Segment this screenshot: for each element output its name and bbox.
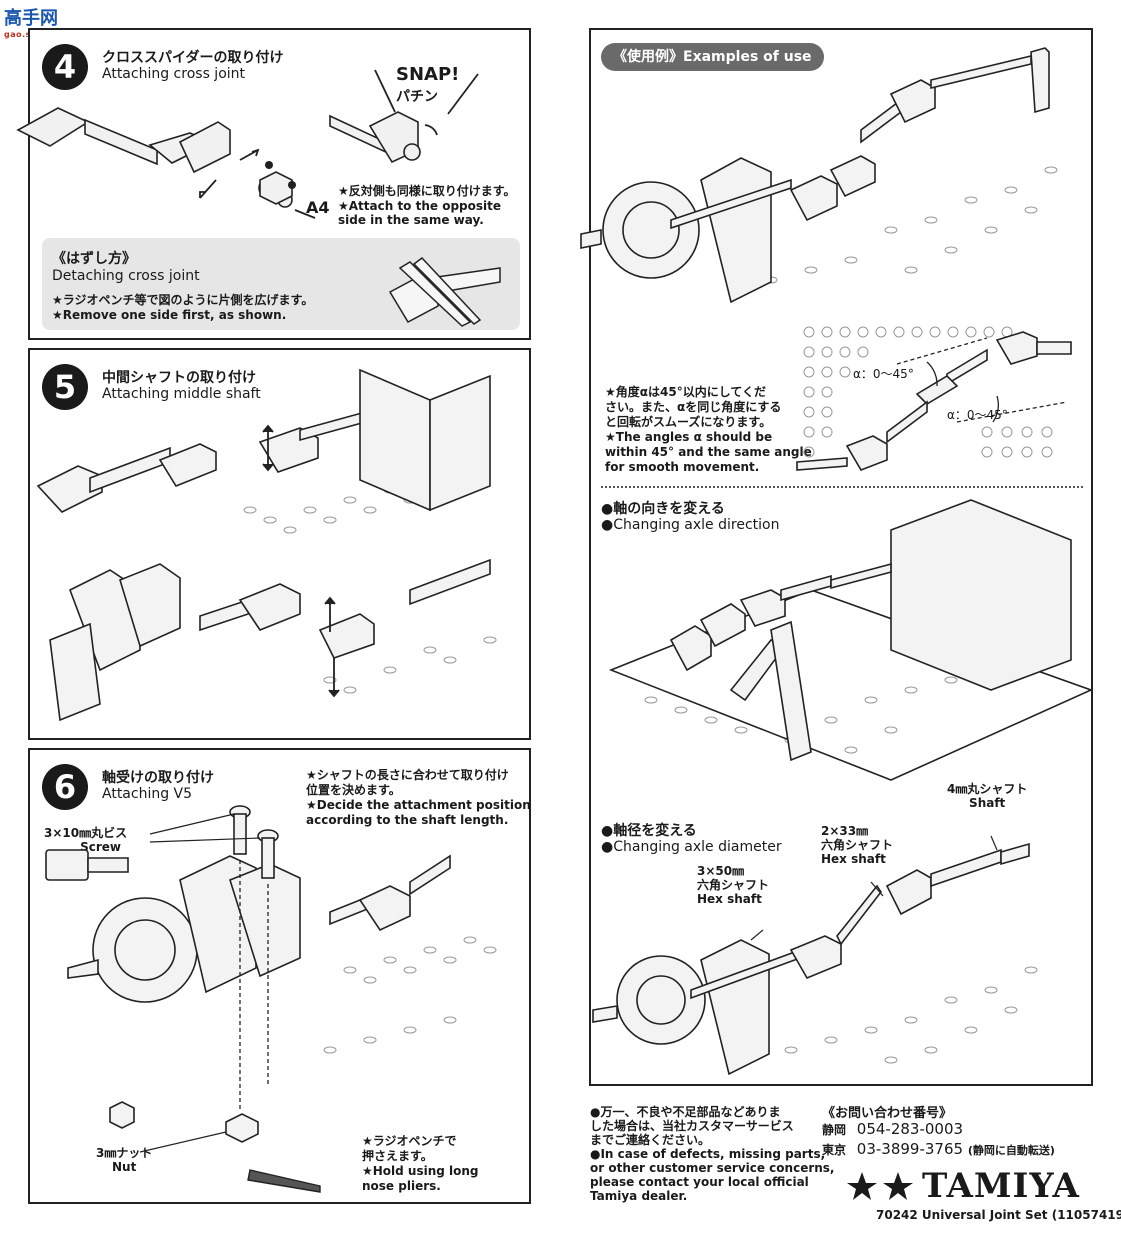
screw-label-en: Screw [80, 840, 121, 854]
footer-en1: ●In case of defects, missing parts, [590, 1147, 826, 1161]
step4-note-en2: side in the same way. [338, 213, 484, 227]
angle-note-jp1: ★角度αは45°以内にしてくだ [605, 385, 766, 399]
footer-en3: please contact your local official [590, 1175, 809, 1189]
footer-jp1: ●万一、不良や不足部品などありま [590, 1105, 781, 1119]
pliers-note-en2: nose pliers. [362, 1179, 441, 1193]
hex350-label-jp1: 3×50㎜ [697, 864, 745, 878]
examples-pill: 《使用例》Examples of use [601, 43, 824, 71]
hex350-label-en: Hex shaft [697, 892, 762, 906]
contact-title: 《お問い合わせ番号》 [822, 1106, 953, 1121]
footer-notice: ●万一、不良や不足部品などありま した場合は、当社カスタマーサービス までご連絡… [590, 1105, 835, 1203]
part-label-a4: A4 [306, 198, 330, 217]
detach-title-en: Detaching cross joint [52, 268, 200, 284]
step4-note-jp: ★反対側も同様に取り付けます。 [338, 184, 516, 198]
step5-title-jp: 中間シャフトの取り付け [102, 370, 256, 386]
hex233-label-jp1: 2×33㎜ [821, 824, 869, 838]
angle-note-en3: for smooth movement. [605, 460, 760, 474]
axle-diameter-illustration [592, 835, 1038, 1076]
contact-city2: 東京 [822, 1143, 847, 1157]
pliers-note-jp2: 押さえます。 [362, 1149, 433, 1163]
axle-diameter-title-jp: ●軸径を変える [601, 823, 697, 839]
step5-number: 5 [42, 364, 88, 410]
step6-number: 6 [42, 764, 88, 810]
detach-note-en: ★Remove one side first, as shown. [52, 308, 287, 322]
hex233-label: 2×33㎜ 六角シャフト Hex shaft [821, 824, 893, 866]
detach-title-jp: 《はずし方》 [52, 251, 136, 267]
axle-direction-title-en: ●Changing axle direction [601, 517, 780, 533]
step6-note-jp1: ★シャフトの長さに合わせて取り付け [306, 768, 509, 782]
axle-diameter-title-en: ●Changing axle diameter [601, 839, 782, 855]
step6-title-en: Attaching V5 [102, 786, 193, 802]
footer-jp3: までご連絡ください。 [590, 1133, 711, 1147]
footer-en4: Tamiya dealer. [590, 1189, 688, 1203]
nut-label-en: Nut [112, 1160, 137, 1174]
axle-direction-illustration [608, 499, 1094, 781]
tamiya-logo-text: TAMIYA [922, 1166, 1080, 1206]
angle-note-en1: ★The angles α should be [605, 430, 773, 444]
step4-note-en1: ★Attach to the opposite [338, 199, 502, 213]
step6-panel: 6 軸受けの取り付け Attaching V5 ★シャフトの長さに合わせて取り付… [28, 748, 531, 1204]
step4-title-en: Attaching cross joint [102, 66, 246, 82]
footer-en2: or other customer service concerns, [590, 1161, 835, 1175]
step4-panel: 4 クロススパイダーの取り付け Attaching cross joint SN… [16, 28, 531, 340]
divider [601, 486, 1083, 488]
detach-note-jp: ★ラジオペンチ等で図のように片側を広げます。 [52, 293, 314, 307]
nut-label-jp: 3㎜ナット [96, 1146, 153, 1160]
contact-shizuoka: 静岡 054-283-0003 [822, 1120, 963, 1138]
shaft4-label-jp: 4㎜丸シャフト [947, 782, 1028, 796]
alpha-label-2: α：0～45° [947, 408, 1008, 422]
pliers-note-en1: ★Hold using long [362, 1164, 479, 1178]
step6-note-en2: according to the shaft length. [306, 813, 509, 827]
angle-illustration [796, 326, 1072, 471]
angle-note-jp3: と回転がスムーズになります。 [605, 415, 772, 429]
contact-city1: 静岡 [822, 1123, 847, 1137]
product-code: 70242 Universal Joint Set (11057419) [876, 1208, 1121, 1222]
angle-note-en2: within 45° and the same angle [605, 445, 812, 459]
step4-title-jp: クロススパイダーの取り付け [102, 50, 284, 66]
step5-panel: 5 中間シャフトの取り付け Attaching middle shaft [28, 348, 531, 740]
shaft4-label: 4㎜丸シャフト Shaft [947, 782, 1027, 810]
contact-phone1: 054-283-0003 [856, 1120, 964, 1138]
hex233-label-en: Hex shaft [821, 852, 886, 866]
hex233-label-jp2: 六角シャフト [821, 838, 894, 852]
footer-jp2: した場合は、当社カスタマーサービス [590, 1119, 794, 1133]
snap-text: SNAP! [396, 64, 460, 85]
tamiya-star-logo [844, 1168, 918, 1204]
cross-joint-illustration [16, 69, 479, 219]
screw-label: 3×10㎜丸ビス Screw [44, 826, 127, 854]
contact-phone2-note: (静岡に自動転送) [967, 1144, 1055, 1157]
alpha-label-1: α：0～45° [853, 367, 914, 381]
screw-label-jp: 3×10㎜丸ビス [44, 826, 128, 840]
step6-note-en1: ★Decide the attachment position [306, 798, 531, 812]
axle-direction-title-jp: ●軸の向きを変える [601, 501, 725, 517]
hex350-label: 3×50㎜ 六角シャフト Hex shaft [697, 864, 769, 906]
examples-top-illustration [580, 47, 1058, 304]
examples-panel: 《使用例》Examples of use ★角度αは45°以内にしてくだ さい。… [580, 28, 1094, 1086]
step5-title-en: Attaching middle shaft [102, 386, 261, 402]
contact-tokyo: 東京 03-3899-3765 (静岡に自動転送) [822, 1140, 1055, 1158]
hex350-label-jp2: 六角シャフト [697, 878, 770, 892]
nut-label: 3㎜ナット Nut [96, 1146, 152, 1174]
contact-phone2: 03-3899-3765 [856, 1140, 964, 1158]
pliers-detach-illustration [388, 256, 501, 327]
snap-jp-text: パチン [396, 89, 438, 105]
step6-title-jp: 軸受けの取り付け [102, 770, 214, 786]
pliers-note-jp1: ★ラジオペンチで [362, 1134, 457, 1148]
watermark-main: 高手网 [4, 8, 58, 29]
shaft4-label-en: Shaft [969, 796, 1006, 810]
step4-number: 4 [42, 44, 88, 90]
step6-note-jp2: 位置を決めます。 [306, 783, 401, 797]
bearing-mount-illustration [45, 805, 497, 1193]
angle-note-jp2: さい。また、αを同じ角度にする [605, 400, 782, 414]
middle-shaft-illustration [36, 368, 497, 722]
